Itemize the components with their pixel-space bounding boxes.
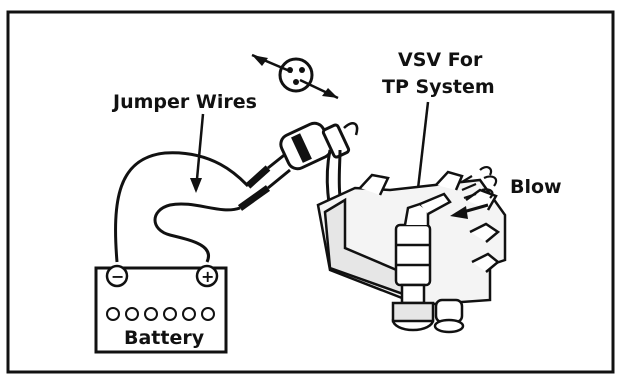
battery-cells-icon <box>106 307 215 321</box>
battery-negative-sign: − <box>111 267 124 286</box>
vsv-label-line2: TP System <box>382 76 495 98</box>
blow-label: Blow <box>510 176 562 198</box>
jumper-wires-leader <box>194 113 205 191</box>
battery-label: Battery <box>124 327 205 349</box>
battery: − + Battery <box>94 264 228 354</box>
air-puff-icon <box>461 166 498 200</box>
battery-negative-terminal <box>105 264 129 288</box>
airflow-arrow-icon <box>450 203 489 219</box>
vsv-connector-plug <box>279 121 359 239</box>
jumper-wires-label: Jumper Wires <box>111 91 257 113</box>
jumper-wire-harness <box>114 150 291 263</box>
diagram-frame <box>6 10 615 374</box>
battery-positive-sign: + <box>201 267 214 286</box>
vsv-label-line1: VSV For <box>398 49 483 71</box>
vsv-assembly <box>316 170 507 334</box>
battery-positive-terminal <box>195 264 219 288</box>
connector-face-icon <box>251 53 339 100</box>
